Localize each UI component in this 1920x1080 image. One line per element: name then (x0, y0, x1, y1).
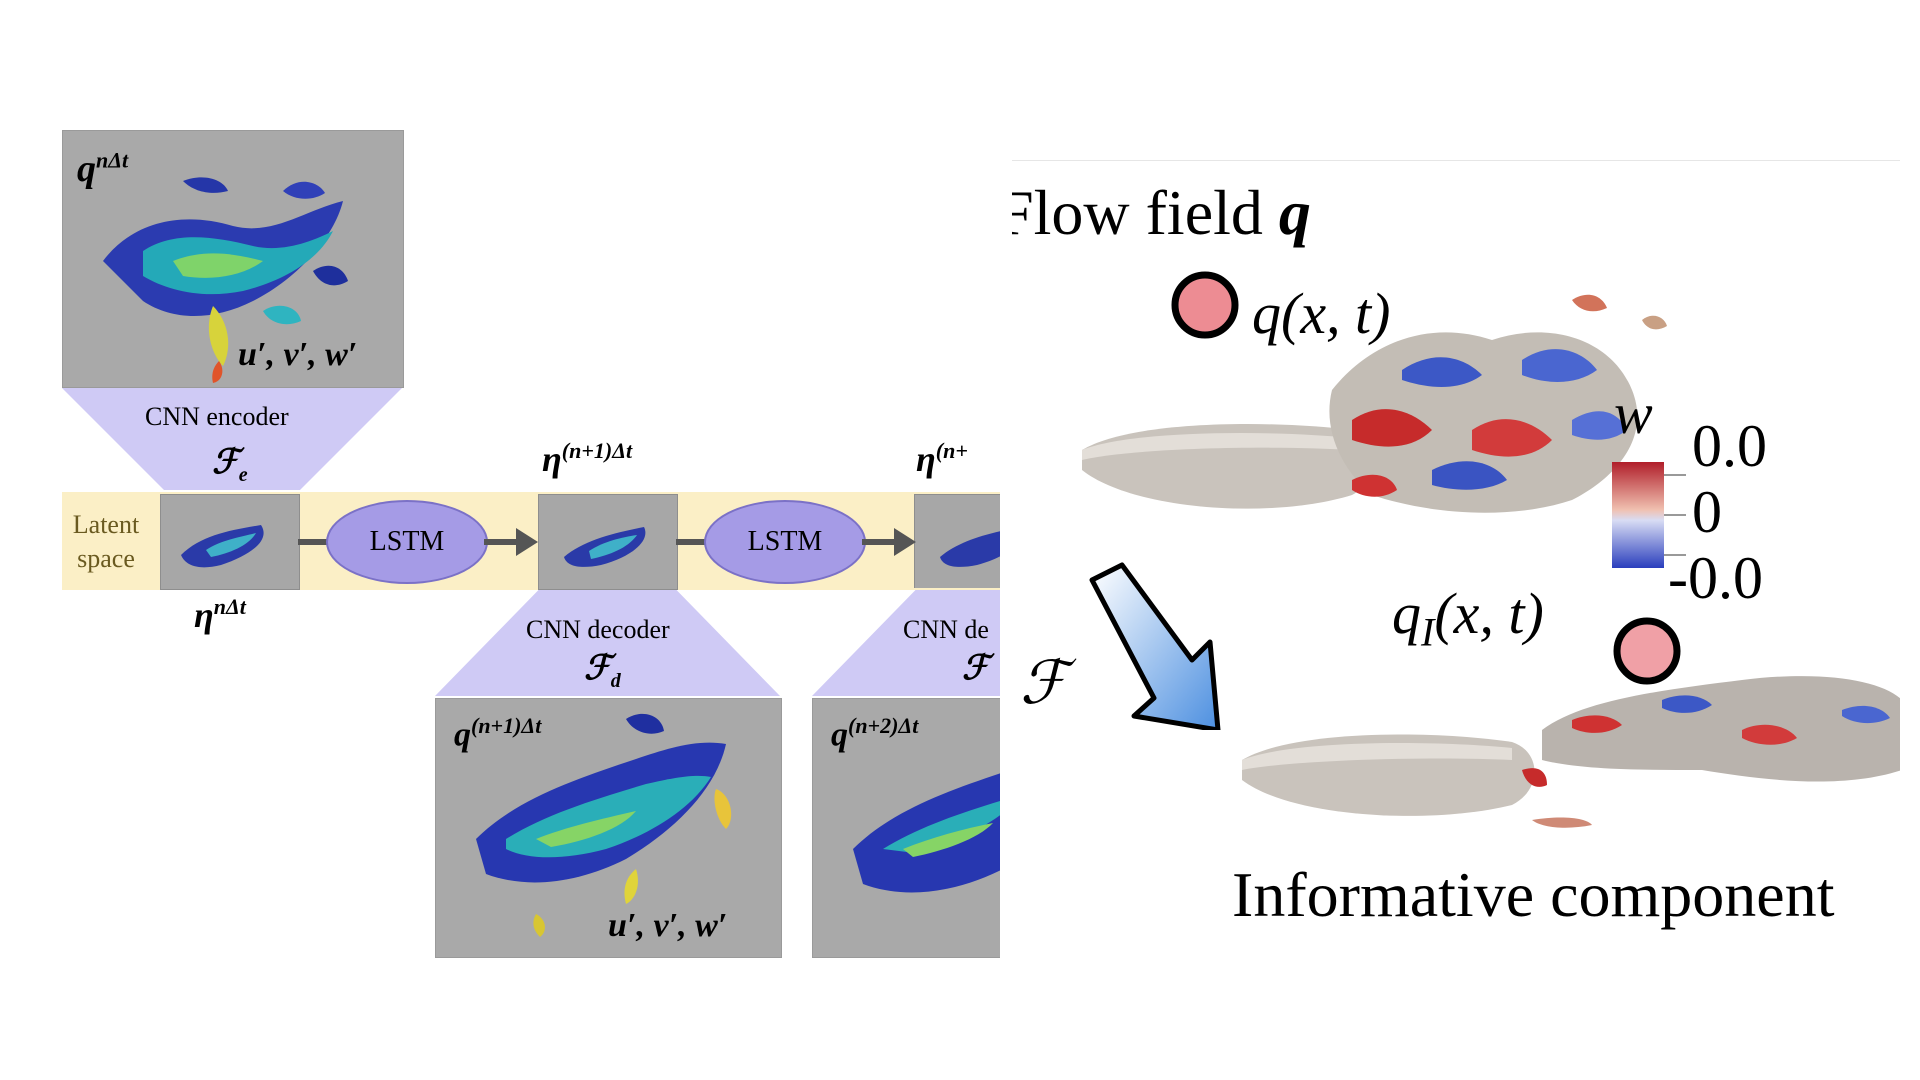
eta-n1-label: η(n+1)Δt (542, 438, 633, 479)
output-field-panel-2: q(n+2)Δt (812, 698, 1000, 958)
arrow-right-icon (862, 528, 916, 556)
output-components-label: u′, v′, w′ (608, 907, 728, 944)
colorbar-tick (1664, 554, 1686, 556)
colorbar (1612, 462, 1664, 568)
input-field-panel: qnΔt u′, v′, w′ (62, 130, 404, 388)
input-vortex-image (103, 177, 348, 383)
arrow-right-icon (484, 528, 538, 556)
latent-thumbnail-n (160, 494, 300, 590)
latent-space-label: Latent space (72, 510, 140, 573)
mapping-symbol: ℱ (1020, 650, 1068, 716)
input-field-label: qnΔt (77, 147, 129, 190)
eta-n-label: ηnΔt (194, 594, 246, 635)
colorbar-tick (1664, 474, 1686, 476)
decoder-symbol-1: ℱd (584, 650, 621, 692)
connector-line (676, 539, 706, 545)
latent-thumbnail-n1 (538, 494, 678, 590)
output-field-panel-1: q(n+1)Δt u′, v′, w′ (435, 698, 782, 958)
encoder-symbol: ℱe (212, 444, 248, 486)
output-field-label-1: q(n+1)Δt (454, 713, 542, 754)
eta-n2-label: η(n+ (916, 438, 968, 479)
colorbar-tick-min: -0.0 (1668, 545, 1763, 611)
decoder-symbol-2: ℱ (962, 650, 989, 687)
colorbar-tick-zero: 0 (1692, 479, 1722, 545)
lstm-cell-1: LSTM (326, 500, 488, 584)
colorbar-tick (1664, 514, 1686, 516)
output-vortex-image-1 (476, 713, 732, 937)
decoder-label-2: CNN de (903, 615, 989, 644)
lstm-cell-2: LSTM (704, 500, 866, 584)
flow-field-title: Flow field q (1012, 177, 1311, 248)
flow-decomposition-panel: Flow field q q(x, t) w 0.0 0 -0.0 (1012, 160, 1900, 970)
informative-component-label: Informative component (1232, 859, 1835, 930)
probe-point-full (1171, 271, 1239, 339)
probe-point-informative (1613, 617, 1681, 685)
informative-flow-image (1242, 676, 1900, 828)
decoder-label-1: CNN decoder (526, 615, 670, 644)
probe-informative-label: qI(x, t) (1392, 581, 1544, 655)
mapping-arrow-icon (1089, 562, 1221, 730)
probe-full-label: q(x, t) (1252, 281, 1391, 346)
architecture-diagram: qnΔt u′, v′, w′ CNN encoder ℱe Latent sp… (0, 0, 1010, 1000)
full-flow-image (1082, 294, 1667, 513)
top-rule (1012, 160, 1900, 161)
colorbar-variable: w (1614, 381, 1653, 446)
output-field-label-2: q(n+2)Δt (831, 713, 919, 754)
connector-line (298, 539, 328, 545)
output-vortex-image-2 (853, 773, 1000, 893)
encoder-label: CNN encoder (145, 402, 289, 431)
latent-thumbnail-n2 (914, 494, 1000, 588)
input-components-label: u′, v′, w′ (238, 336, 358, 373)
colorbar-tick-max: 0.0 (1692, 413, 1767, 479)
